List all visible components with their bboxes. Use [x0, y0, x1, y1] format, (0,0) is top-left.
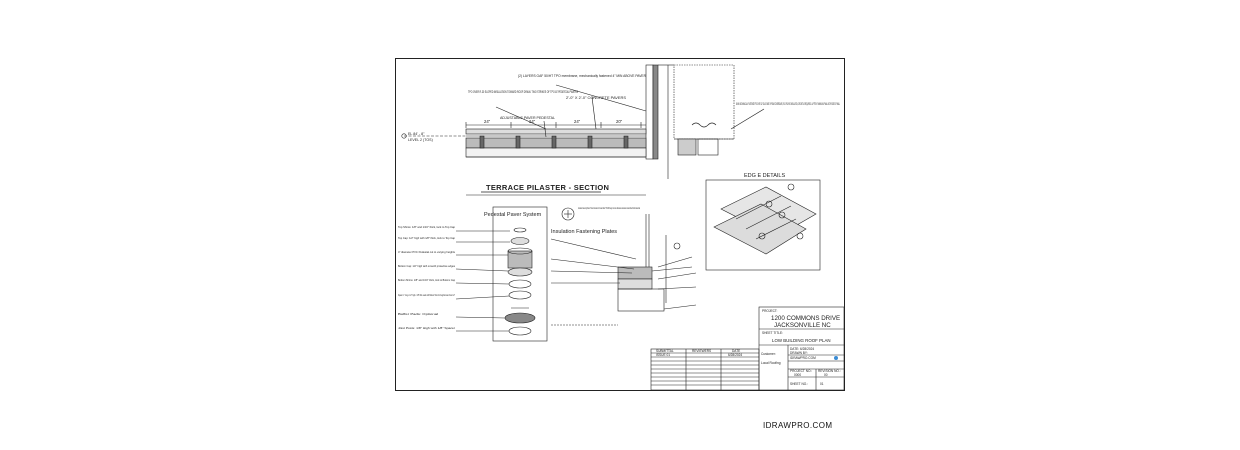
pedestal-item-8: Joist Posts: 1/8" High with 1/8" Spacer: [398, 326, 455, 330]
adjustable-pedestal-note: ADJUSTABLE PAVER PEDESTAL: [500, 116, 555, 120]
sheet-no: 01: [820, 382, 824, 386]
pedestal-item-6: Spacer: 1" long x 1/2" high x 1/8" thick…: [398, 293, 455, 297]
pilaster-left: [645, 64, 654, 160]
revision-header-date: DATE: [732, 349, 740, 353]
paver-slab: [465, 128, 647, 135]
project-label: PROJECT:: [762, 309, 778, 313]
date-value: 6/28/2024: [800, 347, 814, 351]
project-no-label: PROJECT NO.:: [790, 369, 812, 373]
revision-value: 00: [824, 373, 828, 377]
brick-wall: [673, 64, 735, 140]
local-roofing-label: Local Roofing: [761, 361, 781, 365]
revision-row-date: 6/28/2024: [728, 353, 742, 357]
terrace-section: [401, 64, 765, 196]
pedestal-system: [455, 206, 548, 342]
pedestal-item-1: Top Shims: 1/8" and 1/16" thick, lock to…: [398, 225, 456, 229]
dimension-3: 24": [574, 119, 581, 124]
pedestal-item-5: Bottom Shims: 1/8" and 1/16" thick, lock…: [398, 278, 455, 282]
insulation-plate-note: Insulation Fastening Plates 3" Round Ins…: [578, 206, 640, 210]
insulation-plate-icon: [561, 207, 575, 221]
terrace-section-title: TERRACE PILASTER - SECTION: [486, 183, 609, 192]
pedestal-item-4: Bottom Cap: 1/2" high with smooth protec…: [398, 264, 456, 268]
pedestal-system-title: Pedestal Paver System: [484, 212, 542, 218]
drawing-canvas: TERRACE PILASTER - SECTION Pedestal Pave…: [398, 64, 845, 391]
level-name: LEVEL 2 (TOS): [408, 138, 433, 142]
revision-row-issue: ISSUE 01: [656, 353, 670, 357]
footer-brand: IDRAWPRO.COM: [763, 421, 833, 430]
revision-header-submittal: SUBMITTAL: [656, 349, 674, 353]
project-no: 0000: [794, 373, 801, 377]
level-elevation: EL 84' - 8": [408, 132, 425, 136]
drawing-sheet: TERRACE PILASTER - SECTION Pedestal Pave…: [395, 58, 845, 391]
revision-label: REVISION NO.:: [818, 369, 841, 373]
revision-header-reviewers: REVIEWERS: [692, 349, 711, 353]
sheet-title-label: SHEET TITLE:: [762, 331, 783, 335]
edge-detail: [705, 179, 821, 271]
gaf-note: (2) LAYERS GAF 50/HT TPO membrane, mecha…: [518, 74, 646, 78]
drawn-label: DRAWN BY:: [790, 351, 808, 355]
title-block-lines: [650, 306, 845, 391]
sheet-title: LOW BUILDING ROOF PLAN: [772, 338, 831, 343]
project-line-1: 1200 COMMONS DRIVE: [771, 315, 840, 322]
project-line-2: JACKSONVILLE NC: [774, 322, 831, 329]
tpo-note: TPO OVER R-30 SLOPED INSULATION TOWARD R…: [468, 90, 578, 94]
concrete-pavers-note: 2'-0" X 2'-0" CONCRETE PAVERS: [566, 96, 627, 100]
concrete-deck: [465, 147, 647, 158]
dimension-4: 20": [616, 119, 623, 124]
date-label: DATE:: [790, 347, 799, 351]
pilaster-core: [652, 64, 659, 160]
pedestal-frame: [492, 206, 548, 342]
pedestal-item-3: 4" diameter PVC Pedestal cut to varying …: [398, 250, 456, 254]
dimension-2: 24": [529, 119, 536, 124]
roof-detail: [550, 214, 697, 326]
customer-label: Customer:: [761, 352, 776, 356]
right-tpo-note: 60 MIL MECHANICALLY FASTENED TPO OVER 1/…: [736, 102, 840, 106]
pedestal-item-2: Top Cap: 1/2" high with 1/8" thick, lock…: [398, 236, 456, 240]
sheet-no-label: SHEET NO.:: [790, 382, 808, 386]
insulation-plates-title: Insulation Fastening Plates: [551, 229, 617, 235]
pedestal-item-7: Buffer Pads: Optional: [398, 312, 439, 316]
dimension-1: 24": [484, 119, 491, 124]
edge-details-title: EDG E DETAILS: [744, 173, 785, 179]
drawn-value: IDRAWPRO.COM: [790, 356, 816, 360]
